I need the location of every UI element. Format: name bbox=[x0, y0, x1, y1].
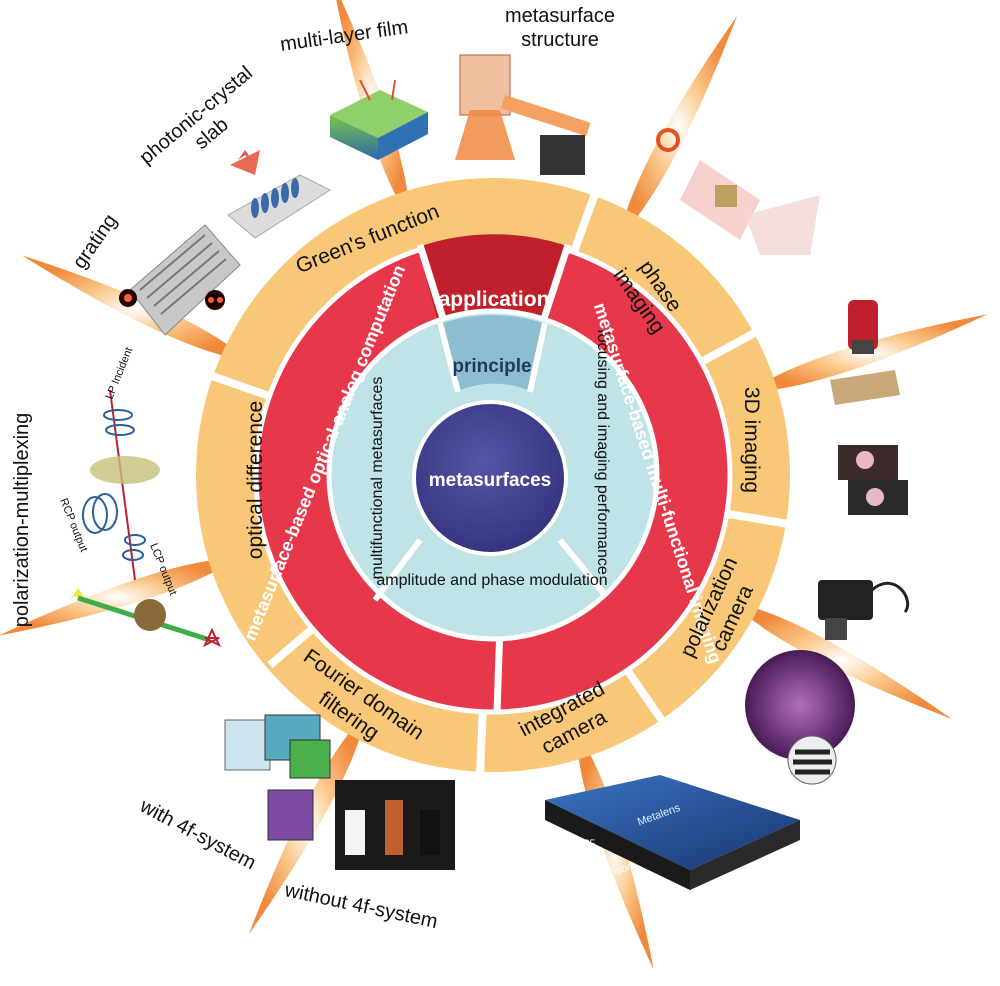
3d-imaging-illustration bbox=[830, 300, 908, 515]
svg-text:metasurface: metasurface bbox=[505, 5, 615, 27]
label-without-4f-system: without 4f-system bbox=[282, 879, 440, 933]
polarization-camera-illustration bbox=[745, 580, 910, 785]
label-polarization-multiplexing: polarization-multiplexing bbox=[11, 413, 33, 628]
principle-tab bbox=[437, 315, 548, 392]
spike-8 bbox=[21, 255, 249, 361]
grating-illustration bbox=[119, 224, 241, 336]
edge-detection-illustration bbox=[335, 780, 455, 870]
segment-optical-difference: optical difference bbox=[244, 401, 267, 559]
svg-text:multifunctional metasurfaces: multifunctional metasurfaces bbox=[369, 377, 386, 580]
spike-2 bbox=[619, 15, 738, 237]
svg-text:polarization-multiplexing: polarization-multiplexing bbox=[11, 413, 33, 628]
svg-text:focusing and imaging performan: focusing and imaging performance bbox=[594, 329, 611, 575]
principle-item-focusing: focusing and imaging performance bbox=[594, 329, 611, 575]
integrated-camera-illustration: Metalens Image sensor CPF OCA bbox=[545, 775, 800, 893]
center-label: metasurfaces bbox=[429, 470, 552, 491]
principle-tab-label: principle bbox=[452, 356, 531, 377]
svg-text:photonic-crystal: photonic-crystal bbox=[135, 62, 256, 169]
photonic-crystal-slab-illustration bbox=[227, 150, 332, 239]
svg-text:optical difference: optical difference bbox=[244, 401, 267, 559]
application-tab-label: application bbox=[439, 288, 550, 311]
metasurface-structure-illustration bbox=[455, 54, 591, 175]
spike-4 bbox=[731, 601, 953, 720]
multilayer-film-illustration bbox=[330, 79, 428, 160]
inner-ring-border bbox=[326, 308, 660, 642]
label-grating: grating bbox=[69, 210, 122, 273]
label-metasurface-structure: metasurface structure bbox=[505, 5, 615, 51]
application-tab bbox=[418, 234, 570, 330]
svg-text:3D imaging: 3D imaging bbox=[740, 387, 763, 493]
label-cpf: CPF bbox=[577, 838, 596, 848]
4f-system-illustration bbox=[224, 714, 331, 841]
label-with-4f-system: with 4f-system bbox=[135, 795, 259, 875]
center-circle bbox=[412, 400, 568, 556]
segment-3d-imaging: 3D imaging bbox=[740, 387, 763, 493]
svg-text:structure: structure bbox=[521, 29, 599, 51]
phase-imaging-illustration bbox=[656, 128, 820, 255]
inner-ring-separators bbox=[372, 322, 608, 602]
label-oca: OCA bbox=[572, 850, 592, 860]
principle-item-multifunctional: multifunctional metasurfaces bbox=[369, 377, 386, 580]
principle-item-amplitude: amplitude and phase modulation bbox=[376, 572, 607, 589]
spike-7 bbox=[0, 558, 237, 636]
label-lp-incident: LP Incident bbox=[104, 346, 136, 401]
